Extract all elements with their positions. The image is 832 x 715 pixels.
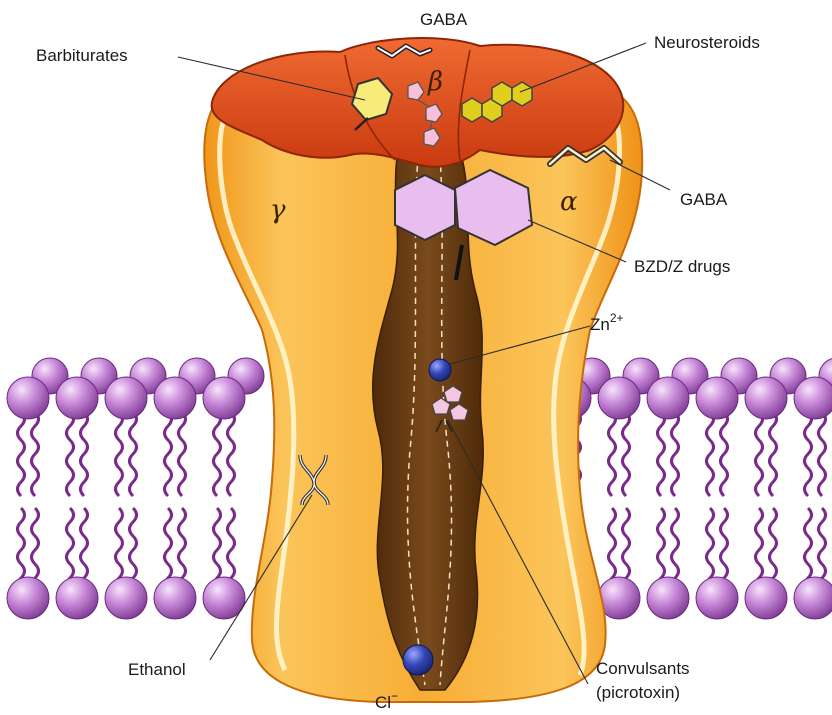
label-ethanol: Ethanol xyxy=(128,660,186,679)
beta-subunit-label: β xyxy=(427,67,443,97)
lipid-tail xyxy=(721,412,728,496)
lipid-tail xyxy=(130,412,137,496)
label-picrotoxin: (picrotoxin) xyxy=(596,683,680,702)
lipid-head xyxy=(105,377,147,419)
lipid-head xyxy=(598,377,640,419)
lipid-head xyxy=(7,377,49,419)
lipid-head xyxy=(203,377,245,419)
lipid-head xyxy=(696,577,738,619)
zinc-ion xyxy=(429,359,451,381)
label-gaba-top: GABA xyxy=(420,10,468,29)
lipid-head xyxy=(745,377,787,419)
lipid-tail xyxy=(67,412,74,496)
lipid-head xyxy=(154,377,196,419)
lipid-head xyxy=(696,377,738,419)
label-barbiturates: Barbiturates xyxy=(36,46,128,65)
alpha-subunit-label: α xyxy=(560,187,578,217)
lipid-head xyxy=(56,577,98,619)
lipid-tail xyxy=(770,412,777,496)
lipid-tail xyxy=(819,412,826,496)
lipid-tail xyxy=(32,412,39,496)
lipid-tail xyxy=(18,412,25,496)
lipid-head xyxy=(7,577,49,619)
lipid-tail xyxy=(81,412,88,496)
lipid-head xyxy=(647,577,689,619)
lipid-tail xyxy=(707,412,714,496)
lipid-head xyxy=(56,377,98,419)
lipid-tail xyxy=(228,412,235,496)
label-convulsants: Convulsants xyxy=(596,659,690,678)
lipid-tail xyxy=(756,412,763,496)
lipid-head xyxy=(794,577,832,619)
label-chloride: Cl− xyxy=(375,689,398,712)
label-gaba-right: GABA xyxy=(680,190,728,209)
lipid-tail xyxy=(116,412,123,496)
lipid-tail xyxy=(658,412,665,496)
lipid-head xyxy=(105,577,147,619)
gamma-subunit-label: γ xyxy=(270,195,286,225)
lipid-head xyxy=(647,377,689,419)
chloride-ion xyxy=(403,645,433,675)
lipid-tail xyxy=(179,412,186,496)
lipid-tail xyxy=(805,412,812,496)
label-bzd: BZD/Z drugs xyxy=(634,257,730,276)
lipid-tail xyxy=(165,412,172,496)
label-neurosteroids: Neurosteroids xyxy=(654,33,760,52)
receptor-channel: β γ α xyxy=(204,38,642,702)
lipid-head xyxy=(745,577,787,619)
lipid-tail xyxy=(609,412,616,496)
lipid-head xyxy=(794,377,832,419)
lipid-tail xyxy=(623,412,630,496)
lipid-head xyxy=(154,577,196,619)
label-zn: Zn2+ xyxy=(590,311,624,334)
lipid-tail xyxy=(214,412,221,496)
lipid-tail xyxy=(672,412,679,496)
